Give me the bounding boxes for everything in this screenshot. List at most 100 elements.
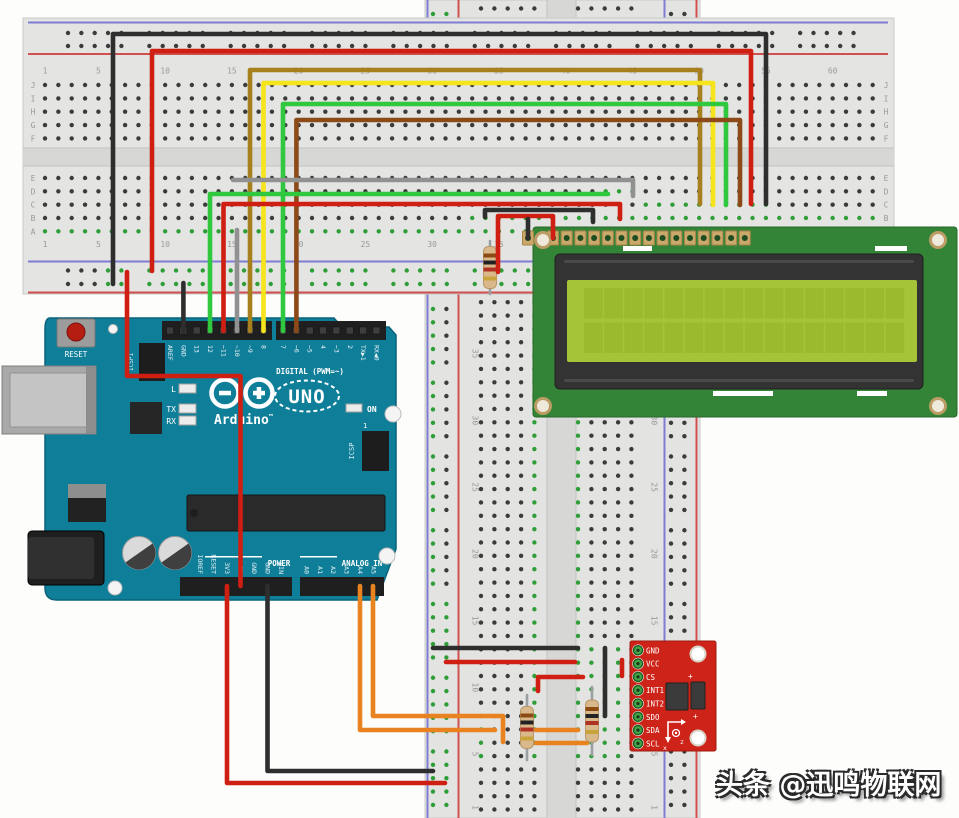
svg-text:J: J	[31, 81, 36, 90]
rail-line-blue	[426, 0, 429, 818]
wire-lcd-vdd[interactable]	[495, 213, 556, 275]
wire-gnd-sensor[interactable]	[265, 583, 436, 774]
svg-text:20: 20	[294, 240, 304, 249]
plus-mark: +	[693, 712, 698, 721]
svg-text:H: H	[31, 108, 36, 117]
rail-line-blue	[28, 21, 888, 24]
svg-text:INT2: INT2	[646, 700, 664, 709]
power-group-label: POWER	[268, 559, 291, 568]
wire-d8-lcd[interactable]	[261, 80, 716, 334]
svg-text:7: 7	[279, 345, 287, 349]
svg-text:~11: ~11	[219, 345, 227, 357]
svg-text:RESET: RESET	[210, 554, 218, 574]
svg-text:~9: ~9	[246, 345, 254, 353]
wire-lcd-en-row[interactable]	[230, 177, 636, 199]
lcd-silkscreen	[857, 391, 887, 396]
svg-text:30: 30	[650, 416, 659, 426]
lcd-mount-hole	[929, 231, 947, 249]
wire-lcd-gnd-row[interactable]	[482, 207, 596, 225]
usb-chip	[130, 402, 162, 434]
model-label: UNO	[288, 386, 325, 408]
watermark: 头条 @迅鸣物联网	[716, 763, 956, 802]
svg-text:~6: ~6	[292, 345, 300, 353]
wire-5v-arduino[interactable]	[124, 269, 243, 589]
plus-mark: +	[688, 672, 693, 681]
svg-text:C: C	[884, 201, 889, 210]
reset-button[interactable]	[66, 322, 86, 342]
sensor-pin-pads[interactable]	[632, 644, 644, 750]
wire-layer	[110, 31, 769, 786]
silk-line	[300, 556, 337, 558]
svg-text:1: 1	[471, 805, 480, 810]
svg-text:CS: CS	[646, 673, 656, 682]
lcd-mount-hole	[534, 231, 552, 249]
lcd-character-grid	[584, 288, 905, 353]
wire-gnd-rail-left[interactable]	[110, 31, 769, 287]
analog-header	[300, 577, 384, 596]
digital-pin[interactable]	[305, 326, 314, 335]
usb-connector-top	[9, 372, 89, 428]
capacitor-marking	[161, 543, 192, 570]
led-tx-label: TX	[166, 405, 176, 414]
wire-cs-bridge[interactable]	[535, 674, 586, 694]
svg-text:5: 5	[96, 240, 101, 249]
wire-5v-rail-left[interactable]	[149, 48, 754, 274]
wire-d12-lcd[interactable]	[207, 191, 611, 334]
digital-pin[interactable]	[332, 326, 341, 335]
svg-text:A: A	[31, 227, 36, 236]
svg-text:SDO: SDO	[646, 713, 660, 722]
lcd-silkscreen	[875, 246, 907, 251]
svg-text:INT1: INT1	[646, 686, 664, 695]
wire-a5-scl[interactable]	[370, 583, 506, 745]
digital-pin[interactable]	[346, 326, 354, 335]
svg-text:1: 1	[43, 67, 48, 76]
svg-text:30: 30	[427, 240, 437, 249]
reset-label: RESET	[65, 350, 88, 359]
svg-text:~3: ~3	[332, 345, 340, 353]
svg-text:VIN: VIN	[277, 562, 285, 574]
svg-text:20: 20	[471, 549, 480, 559]
lcd-16x2-module[interactable]	[522, 226, 958, 418]
digital-pin[interactable]	[192, 326, 201, 335]
sensor-mount-hole	[689, 645, 707, 663]
wire-d9-lcd[interactable]	[247, 67, 703, 334]
resistor-pullup-2[interactable]	[585, 685, 599, 757]
svg-text:TX▶1: TX▶1	[359, 345, 367, 361]
wire-d6-lcd[interactable]	[294, 117, 743, 334]
wire-d11-lcd[interactable]	[221, 201, 623, 334]
analog-group-label: ANALOG IN	[342, 559, 383, 568]
atmega-chip	[186, 494, 386, 532]
digital-pin[interactable]	[319, 326, 327, 335]
svg-text:5: 5	[650, 752, 659, 757]
lcd-pin-hole	[673, 235, 680, 241]
svg-text:J: J	[884, 81, 889, 90]
sensor-chip-2	[690, 681, 706, 710]
svg-text:RX◀0: RX◀0	[372, 345, 380, 361]
led-rx-label: RX	[166, 417, 176, 426]
digital-header-left	[162, 321, 272, 340]
icsp1-label: ICSP1	[128, 353, 135, 371]
digital-pin[interactable]	[372, 326, 381, 335]
top-breadboard-channel	[23, 148, 894, 166]
svg-text:B: B	[31, 214, 36, 223]
resistor-pullup-1[interactable]	[520, 693, 534, 762]
wire-d7-lcd[interactable]	[280, 101, 729, 334]
lcd-pin-hole	[591, 235, 598, 241]
lcd-header-pins[interactable]	[522, 230, 751, 246]
svg-text:4: 4	[319, 345, 327, 349]
wire-3v3-sensor[interactable]	[224, 583, 448, 786]
wire-a4-sda[interactable]	[357, 583, 498, 733]
svg-text:15: 15	[227, 67, 237, 76]
svg-text:SCL: SCL	[646, 739, 660, 748]
digital-pin[interactable]	[359, 326, 367, 335]
rail-line-blue	[28, 260, 888, 263]
icsp-pin1-label: 1	[363, 422, 367, 430]
svg-text:F: F	[884, 134, 889, 143]
resistor-lcd-contrast[interactable]	[483, 239, 497, 296]
silk-line	[205, 556, 262, 558]
digital-pin[interactable]	[166, 326, 174, 335]
